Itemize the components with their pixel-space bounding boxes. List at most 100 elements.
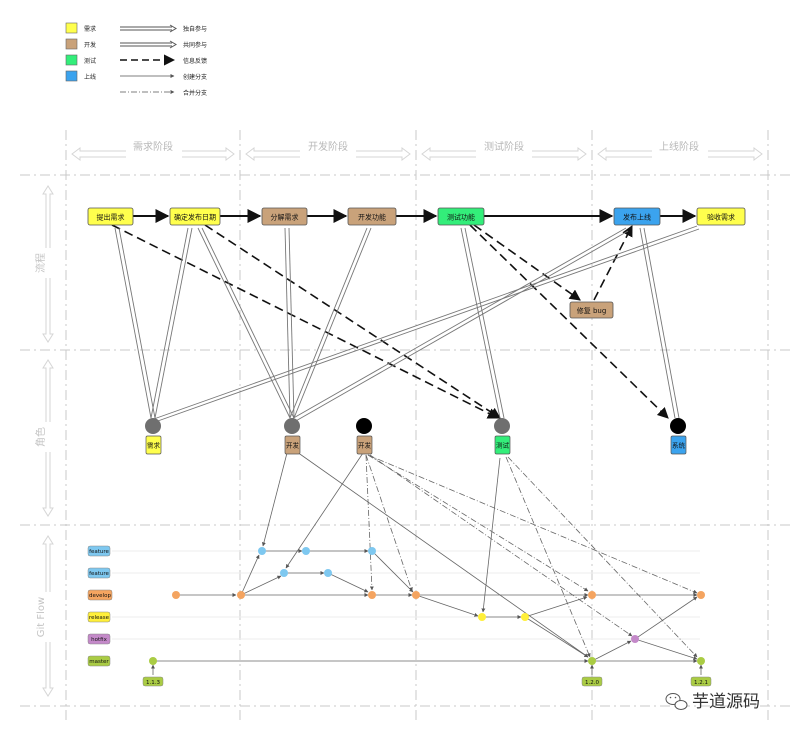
stage-header-test: 测试阶段 bbox=[421, 140, 587, 162]
legend-color-req: 需求 bbox=[65, 22, 96, 34]
process-box-fix-bug[interactable]: 修复 bug bbox=[569, 301, 614, 319]
branch-labels: feature feature develop release hotfix m… bbox=[87, 545, 113, 667]
stage-label-requirement: 需求阶段 bbox=[133, 140, 173, 153]
stage-header-develop: 开发阶段 bbox=[245, 140, 411, 162]
role-developer-2[interactable]: 开发 bbox=[356, 418, 373, 455]
process-label-accept-requirement: 验收需求 bbox=[707, 213, 735, 222]
commit-feature1-c bbox=[368, 547, 376, 555]
roles: 需求 开发 开发 测试 系统 bbox=[145, 418, 687, 455]
version-tags: 1.1.3 1.2.0 1.2.1 bbox=[142, 676, 712, 687]
commit-develop-a bbox=[172, 591, 180, 599]
stage-header-requirement: 需求阶段 bbox=[71, 140, 235, 162]
tag-text-1-1-3: 1.1.3 bbox=[146, 680, 160, 686]
commit-release-b bbox=[521, 613, 529, 621]
stage-label-online: 上线阶段 bbox=[659, 140, 699, 153]
process-box-test-feature[interactable]: 测试功能 bbox=[437, 207, 485, 226]
legend-line-label-merge-branch: 合并分支 bbox=[183, 89, 207, 97]
row-header-gitflow: Git Flow bbox=[36, 535, 56, 697]
process-boxes: 提出需求 确定发布日期 分解需求 开发功能 测试功能 发布上线 验收需求 修复 bbox=[87, 207, 746, 319]
branch-text-feature-2: feature bbox=[89, 571, 109, 577]
legend-line-label-solo: 独自参与 bbox=[183, 25, 207, 33]
process-box-submit-requirement[interactable]: 提出需求 bbox=[87, 207, 134, 226]
commit-develop-b bbox=[237, 591, 245, 599]
tag-text-1-2-1: 1.2.1 bbox=[694, 680, 708, 686]
role-tester[interactable]: 测试 bbox=[494, 418, 511, 455]
commit-hotfix-a bbox=[631, 635, 639, 643]
commit-release-a bbox=[478, 613, 486, 621]
participation-lines bbox=[114, 225, 700, 423]
commit-develop-f bbox=[697, 591, 705, 599]
commit-develop-d bbox=[412, 591, 420, 599]
role-system[interactable]: 系统 bbox=[670, 418, 687, 455]
watermark: 芋道源码 bbox=[665, 692, 760, 712]
legend-line-joint: 共同参与 bbox=[120, 40, 207, 49]
branch-label-feature-1: feature bbox=[87, 545, 111, 557]
process-box-break-down-requirement[interactable]: 分解需求 bbox=[261, 207, 308, 226]
legend-line-merge-branch: 合并分支 bbox=[120, 89, 207, 97]
process-label-test-feature: 测试功能 bbox=[447, 213, 475, 222]
branch-label-release: release bbox=[87, 611, 111, 623]
branch-text-hotfix: hotfix bbox=[91, 637, 107, 643]
tag-1-2-0: 1.2.0 bbox=[581, 676, 603, 687]
legend-line-label-create-branch: 创建分支 bbox=[183, 73, 207, 81]
commit-feature2-a bbox=[280, 569, 288, 577]
legend-line-feedback: 信息反馈 bbox=[120, 54, 207, 66]
role-label-system: 系统 bbox=[672, 441, 686, 450]
feedback-lines bbox=[111, 224, 669, 419]
row-label-process: 流程 bbox=[34, 253, 47, 273]
stage-header-online: 上线阶段 bbox=[597, 140, 763, 162]
row-label-roles: 角色 bbox=[34, 427, 47, 447]
branch-label-develop: develop bbox=[87, 589, 113, 601]
watermark-text: 芋道源码 bbox=[692, 692, 760, 712]
legend-line-label-joint: 共同参与 bbox=[183, 41, 207, 49]
commit-master-c bbox=[697, 657, 705, 665]
role-label-developer-1: 开发 bbox=[286, 441, 300, 450]
process-box-set-release-date[interactable]: 确定发布日期 bbox=[169, 207, 221, 226]
commit-develop-c bbox=[368, 591, 376, 599]
stage-label-test: 测试阶段 bbox=[484, 140, 524, 153]
process-label-submit-requirement: 提出需求 bbox=[97, 213, 125, 222]
wechat-icon bbox=[665, 693, 688, 710]
tag-1-1-3: 1.1.3 bbox=[142, 676, 164, 687]
process-label-fix-bug: 修复 bug bbox=[577, 306, 607, 315]
branch-label-hotfix: hotfix bbox=[87, 633, 111, 645]
branch-text-master: master bbox=[89, 659, 109, 665]
gitflow-lines bbox=[112, 451, 703, 675]
legend-label-online: 上线 bbox=[84, 73, 96, 81]
grid bbox=[20, 130, 790, 722]
branch-text-release: release bbox=[89, 615, 110, 621]
commit-master-b bbox=[588, 657, 596, 665]
branch-label-feature-2: feature bbox=[87, 567, 111, 579]
role-label-tester: 测试 bbox=[496, 441, 510, 450]
commit-nodes bbox=[149, 547, 705, 665]
process-box-release-online[interactable]: 发布上线 bbox=[613, 207, 661, 226]
branch-text-feature-1: feature bbox=[89, 549, 109, 555]
legend-line-create-branch: 创建分支 bbox=[120, 73, 207, 81]
role-label-developer-2: 开发 bbox=[358, 441, 372, 450]
branch-text-develop: develop bbox=[89, 593, 111, 599]
row-label-gitflow: Git Flow bbox=[36, 597, 47, 637]
stage-headers: 需求阶段 开发阶段 测试阶段 上线阶段 bbox=[71, 140, 763, 162]
legend-label-req: 需求 bbox=[84, 25, 96, 33]
legend-color-online: 上线 bbox=[65, 70, 96, 82]
role-label-requirement: 需求 bbox=[147, 441, 161, 450]
row-headers: 流程 角色 Git Flow bbox=[34, 185, 56, 697]
legend-line-label-feedback: 信息反馈 bbox=[183, 57, 207, 65]
legend-label-dev: 开发 bbox=[84, 41, 96, 49]
legend-color-test: 测试 bbox=[65, 54, 96, 66]
legend-color-dev: 开发 bbox=[65, 38, 96, 50]
commit-feature2-b bbox=[324, 569, 332, 577]
row-header-roles: 角色 bbox=[34, 359, 56, 517]
process-box-accept-requirement[interactable]: 验收需求 bbox=[696, 207, 746, 226]
role-requirement[interactable]: 需求 bbox=[145, 418, 162, 455]
role-developer-1[interactable]: 开发 bbox=[284, 418, 301, 455]
process-label-release-online: 发布上线 bbox=[623, 213, 651, 222]
branch-label-master: master bbox=[87, 655, 111, 667]
process-box-develop-feature[interactable]: 开发功能 bbox=[347, 207, 397, 226]
commit-master-a bbox=[149, 657, 157, 665]
commit-develop-e bbox=[588, 591, 596, 599]
legend-line-solo: 独自参与 bbox=[120, 24, 207, 33]
process-label-break-down-requirement: 分解需求 bbox=[271, 213, 299, 222]
process-label-develop-feature: 开发功能 bbox=[358, 213, 386, 222]
